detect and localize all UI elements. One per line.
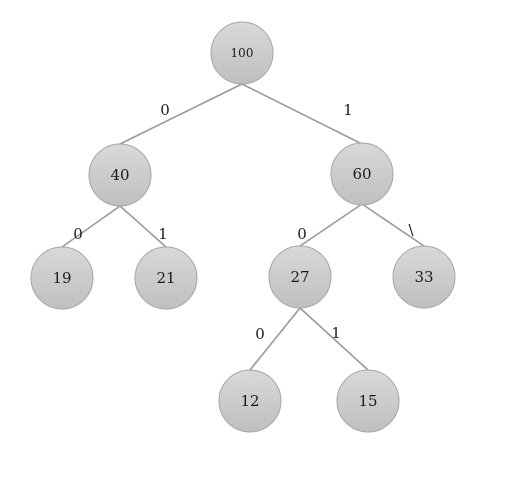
edge-100-60 <box>241 83 363 145</box>
tree-node-19: 19 <box>30 246 94 310</box>
node-circle <box>88 143 152 207</box>
tree-node-40: 40 <box>88 143 152 207</box>
node-label: 27 <box>290 268 309 286</box>
edge-label-27-12: 0 <box>255 325 265 343</box>
edge-label-27-15: 1 <box>331 324 341 342</box>
tree-node-15: 15 <box>336 369 400 433</box>
node-circle <box>218 369 282 433</box>
node-circle <box>330 142 394 206</box>
edge-label-40-21: 1 <box>158 225 168 243</box>
edge-60-27 <box>299 203 363 247</box>
node-label: 12 <box>240 392 259 410</box>
node-label: 21 <box>156 269 175 287</box>
node-circle <box>392 245 456 309</box>
node-circle <box>268 245 332 309</box>
edge-label-40-19: 0 <box>73 225 83 243</box>
node-circle <box>210 21 274 85</box>
edge-label-60-27: 0 <box>297 225 307 243</box>
node-label: 33 <box>414 268 433 286</box>
node-label: 60 <box>352 165 371 183</box>
edge-labels-layer: 0 1 0 1 0 \ 0 1 <box>73 101 414 343</box>
nodes-layer: 100 40 60 19 21 27 33 12 <box>30 21 456 433</box>
node-circle <box>336 369 400 433</box>
edge-40-21 <box>119 205 167 248</box>
edge-27-12 <box>249 307 301 371</box>
edges-layer <box>61 83 425 371</box>
edge-label-100-40: 0 <box>160 101 170 119</box>
node-label: 15 <box>358 392 377 410</box>
node-label: 40 <box>110 166 129 184</box>
edge-60-33 <box>361 203 425 247</box>
tree-node-21: 21 <box>134 246 198 310</box>
edge-label-100-60: 1 <box>343 101 353 119</box>
tree-node-33: 33 <box>392 245 456 309</box>
edge-100-40 <box>119 83 243 145</box>
tree-node-60: 60 <box>330 142 394 206</box>
node-circle <box>30 246 94 310</box>
tree-node-100: 100 <box>210 21 274 85</box>
node-label: 19 <box>52 269 71 287</box>
tree-node-12: 12 <box>218 369 282 433</box>
edge-label-60-33: \ <box>408 221 414 239</box>
edge-40-19 <box>61 205 121 248</box>
tree-node-27: 27 <box>268 245 332 309</box>
node-circle <box>134 246 198 310</box>
edge-27-15 <box>299 307 369 371</box>
node-label: 100 <box>231 46 254 60</box>
